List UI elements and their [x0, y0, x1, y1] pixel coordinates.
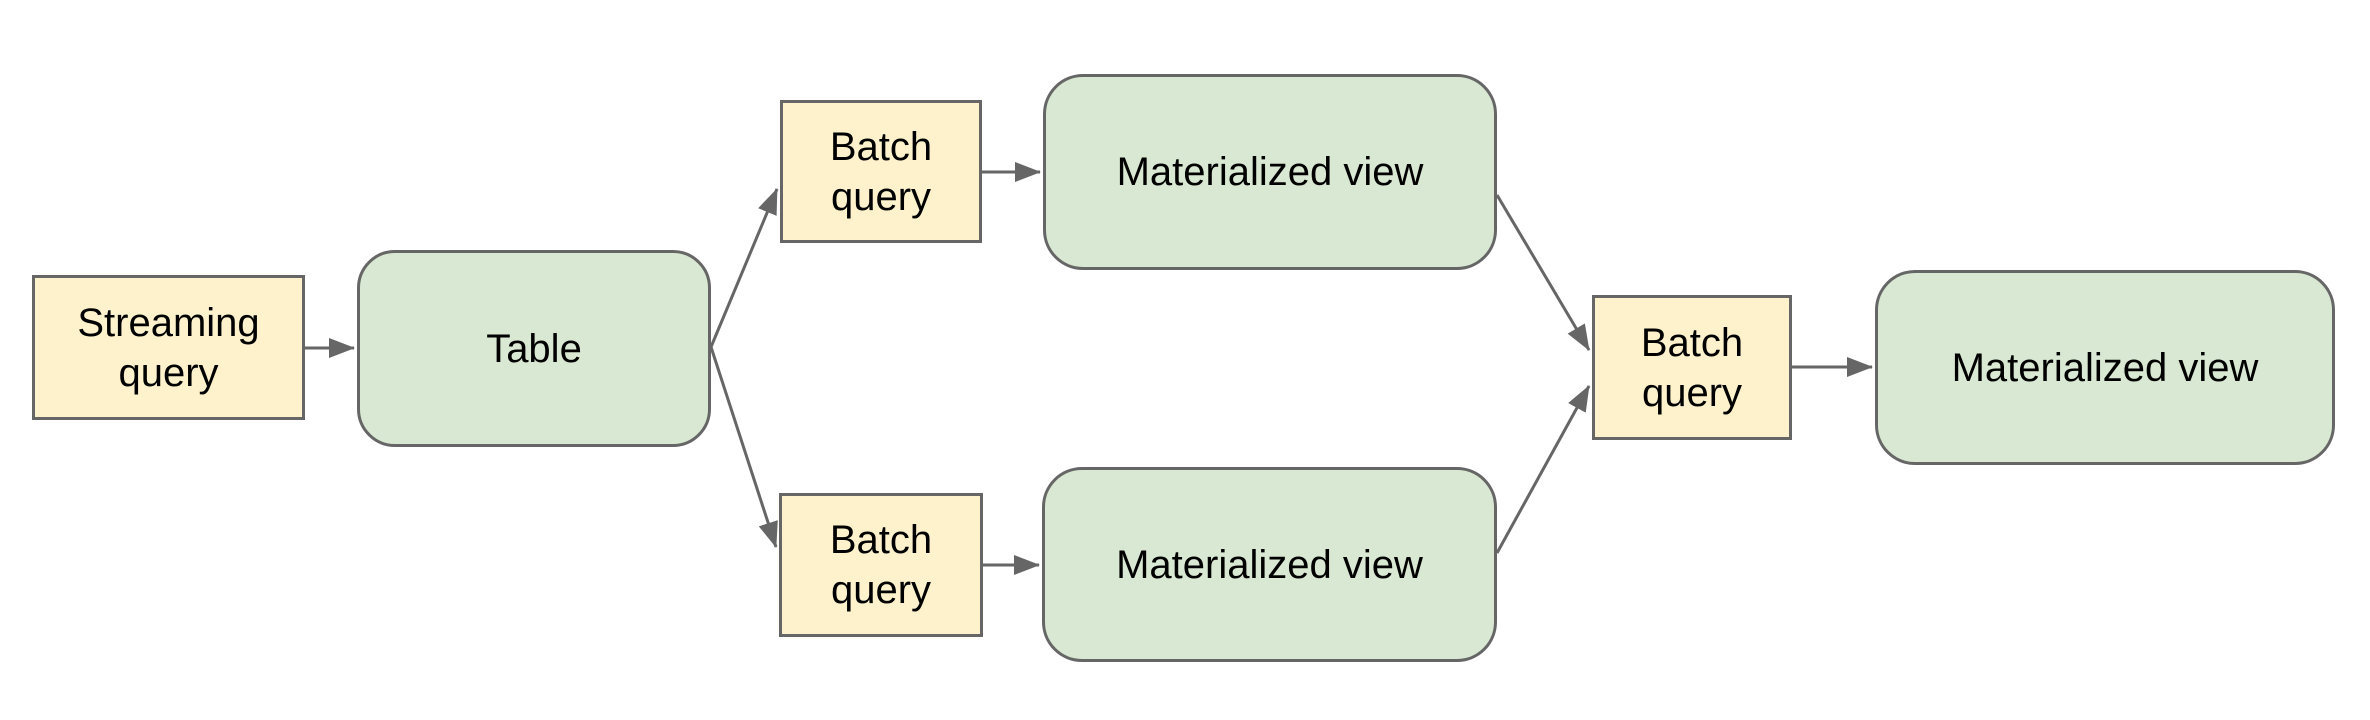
edge-materialized-view-top-to-batch-query-right: [1495, 194, 1591, 351]
node-batch-query-top-label: Batch query: [829, 124, 933, 219]
node-materialized-view-top-label: Materialized view: [1116, 150, 1424, 194]
node-batch-query-bottom: Batch query: [779, 493, 983, 637]
node-materialized-view-bottom: Materialized view: [1042, 467, 1497, 662]
node-batch-query-right-label: Batch query: [1640, 320, 1744, 415]
node-batch-query-top: Batch query: [780, 100, 982, 243]
edge-materialized-view-bottom-to-batch-query-right: [1495, 385, 1591, 554]
edge-table-to-batch-query-top: [709, 188, 779, 348]
node-streaming-query-label: Streaming query: [77, 300, 260, 395]
edge-table-to-batch-query-bottom: [709, 346, 778, 548]
node-materialized-view-final-label: Materialized view: [1951, 345, 2259, 390]
node-materialized-view-final: Materialized view: [1875, 270, 2335, 465]
node-table-label: Table: [486, 326, 582, 371]
node-materialized-view-top: Materialized view: [1043, 74, 1497, 270]
node-batch-query-right: Batch query: [1592, 295, 1792, 440]
node-table: Table: [357, 250, 711, 447]
node-batch-query-bottom-label: Batch query: [829, 518, 933, 612]
node-materialized-view-bottom-label: Materialized view: [1116, 542, 1423, 587]
node-streaming-query: Streaming query: [32, 275, 305, 420]
